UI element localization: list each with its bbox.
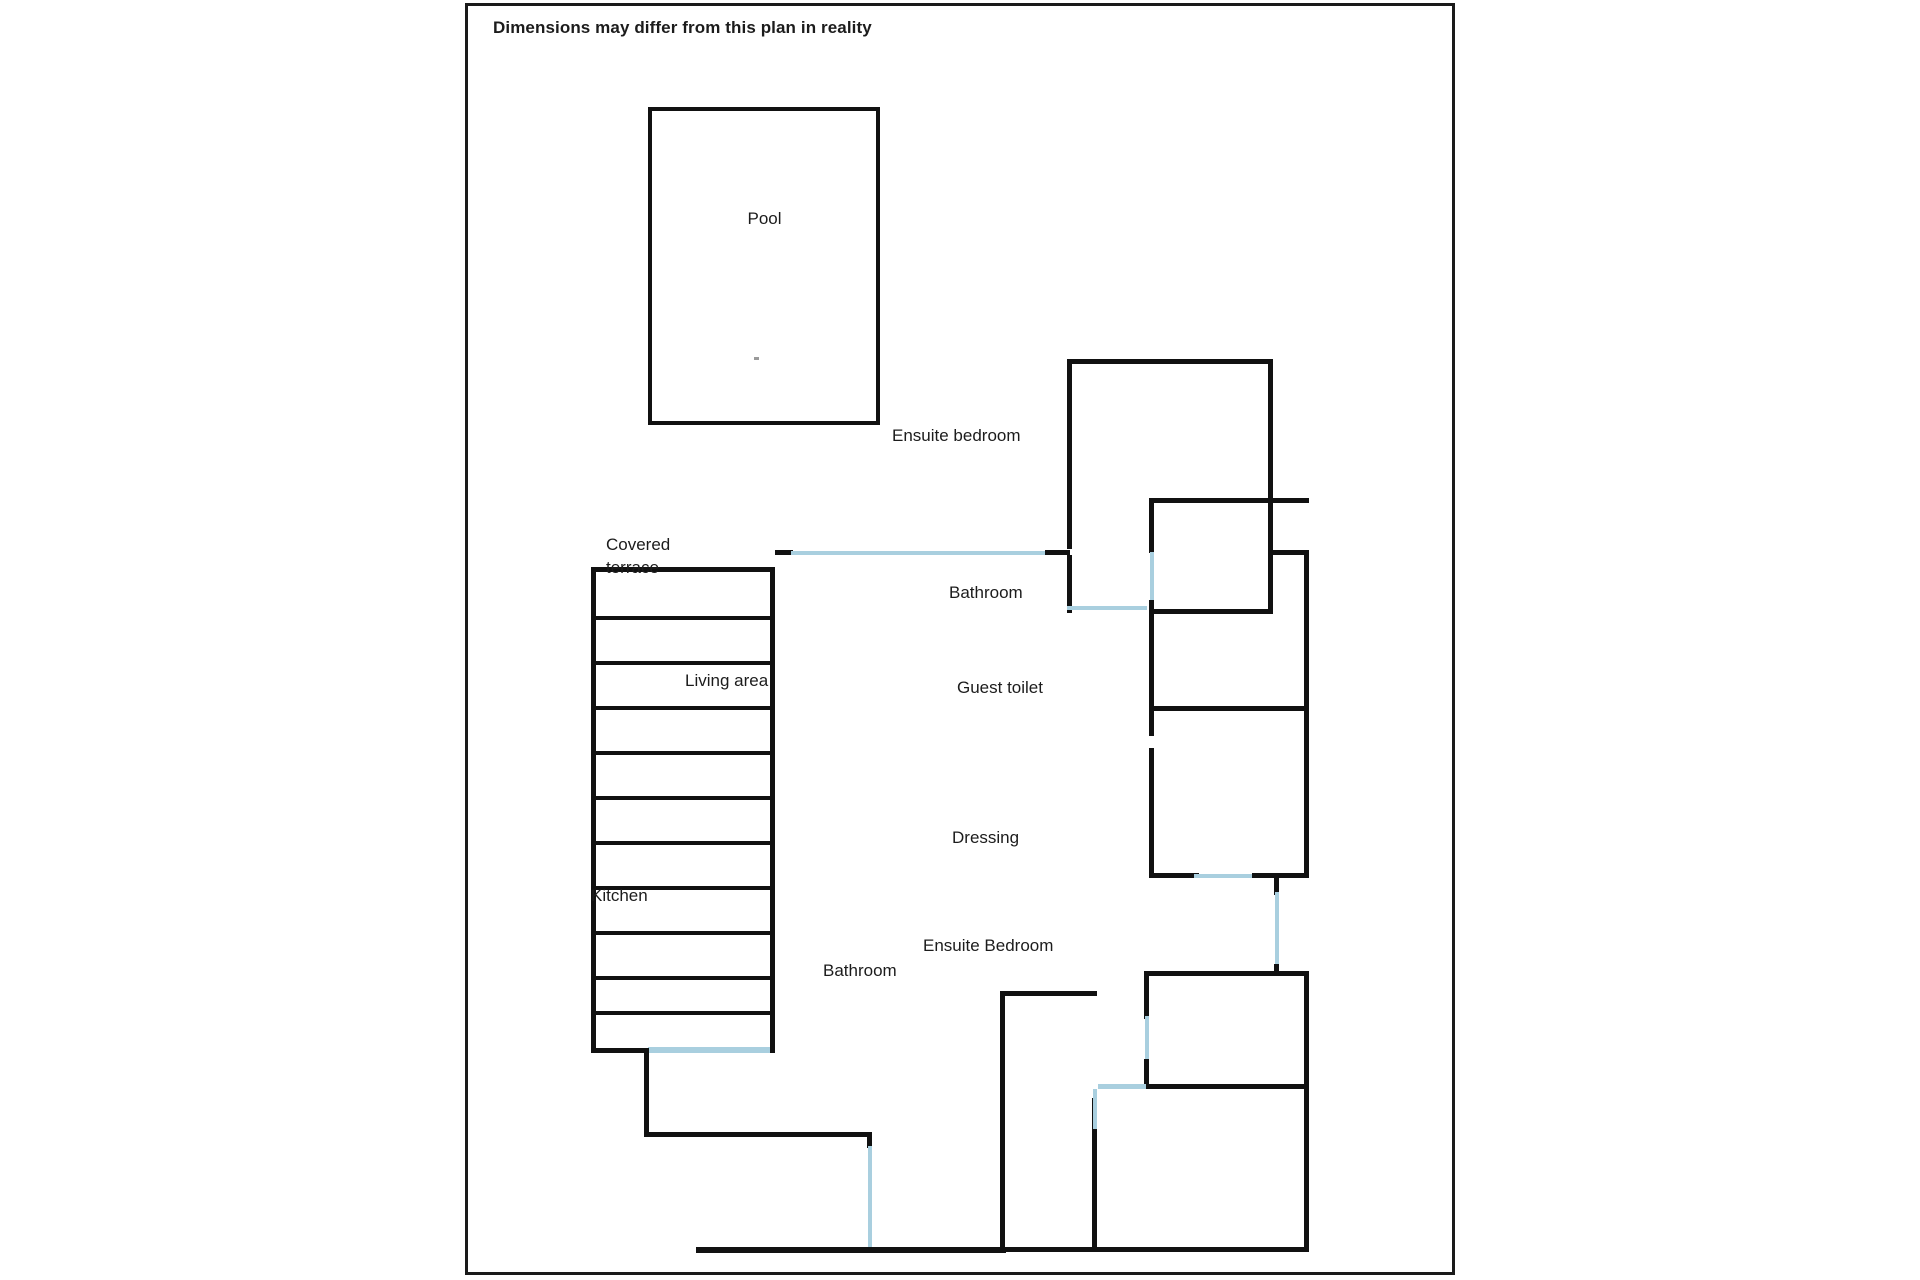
terrace-wall-left [591,567,596,1053]
ensuite-lower-door-left [1093,1089,1097,1129]
plan-note: Dimensions may differ from this plan in … [493,18,872,37]
dressing-label: Dressing [952,828,1020,847]
lower-wing-door-horizontal [1098,1084,1146,1089]
bathroom-upper-wall-step [1268,550,1308,555]
bathroom-upper-wall-right [1304,550,1309,710]
dressing-wall-top [1144,971,1309,976]
bathroom-upper-wall-bottom [1149,706,1309,711]
bathroom-lower-wall-bottom [1000,1247,1097,1252]
bathroom-upper-wall-left-b [1149,600,1154,710]
dressing-wall-left-a [1144,971,1149,1019]
terrace-slat-3 [591,706,775,710]
pool-outline [648,107,880,425]
kitchen-wall-bottom [644,1132,872,1137]
bathroom-lower-wall-top-right [1033,991,1097,996]
covered-terrace-label-line1: Covered [606,535,671,554]
dressing-door-left [1145,1016,1149,1064]
terrace-slat-7 [591,886,775,890]
pool-label: Pool [747,209,782,228]
living-glass-door-top [791,551,1047,555]
bathroom-upper-wall-top [1149,498,1309,503]
guest-toilet-door-bottom [1194,874,1254,878]
kitchen-glass-wall-right [868,1146,872,1251]
bathroom-lower-wall-left [1000,991,1005,1252]
terrace-slat-5 [591,796,775,800]
ensuite-bedroom-upper-label: Ensuite bedroom [892,426,1021,445]
terrace-slat-6 [591,841,775,845]
living-wall-stub-left [775,550,793,555]
guest-toilet-wall-left-b [1149,748,1154,878]
bathroom-upper-wall-left-a [1149,498,1154,553]
terrace-slat-1 [591,616,775,620]
ensuite-lower-wall-right [1304,1084,1309,1252]
corridor-glass [1275,892,1279,967]
ensuite-upper-door-bottom [1067,606,1147,610]
kitchen-wall-left [644,1048,649,1137]
guest-toilet-wall-bottom-left [1149,873,1199,878]
guest-toilet-label: Guest toilet [957,678,1043,697]
ensuite-upper-wall-bottom [1149,609,1273,614]
terrace-wall-top [591,567,775,572]
ensuite-upper-wall-left-b [1067,555,1072,613]
bathroom-upper-door-left [1150,552,1154,602]
dressing-wall-bottom [1144,1084,1309,1089]
guest-toilet-wall-left-a [1149,706,1154,736]
terrace-slat-10 [591,1011,775,1015]
bathroom-upper-label: Bathroom [949,583,1023,602]
plan-frame: Dimensions may differ from this plan in … [465,3,1455,1275]
terrace-slat-4 [591,751,775,755]
ensuite-upper-wall-left-a [1067,359,1072,549]
terrace-wall-right [770,567,775,1053]
terrace-slat-8 [591,931,775,935]
kitchen-label: Kitchen [591,886,648,905]
guest-toilet-wall-bottom-right [1252,873,1309,878]
bathroom-lower-wall-top-left [1000,991,1038,996]
kitchen-glass-door [648,1047,770,1053]
terrace-slat-2 [591,661,775,665]
ensuite-upper-wall-top [1067,359,1273,364]
ensuite-upper-wall-right [1268,359,1273,613]
kitchen-wall-right-stub [867,1132,872,1148]
dressing-wall-right [1304,971,1309,1089]
terrace-slat-9 [591,976,775,980]
living-wall-stub-right [1045,550,1070,555]
ensuite-bedroom-lower-label: Ensuite Bedroom [923,936,1054,955]
living-area-label: Living area [685,671,769,690]
bathroom-lower-label: Bathroom [823,961,897,980]
covered-terrace-label-line2: terrace [606,558,659,577]
guest-toilet-wall-right [1304,706,1309,878]
lower-boundary-wall [696,1247,1006,1253]
corridor-wall-top [1274,873,1279,895]
ensuite-lower-wall-left-b [1092,1134,1097,1252]
pool-drain-mark [754,357,759,360]
bathroom-upper-wall-mid [1268,498,1273,553]
corridor-wall-bottom [1274,964,1279,976]
ensuite-lower-wall-bottom [1092,1247,1309,1252]
dressing-wall-left-b [1144,1059,1149,1089]
